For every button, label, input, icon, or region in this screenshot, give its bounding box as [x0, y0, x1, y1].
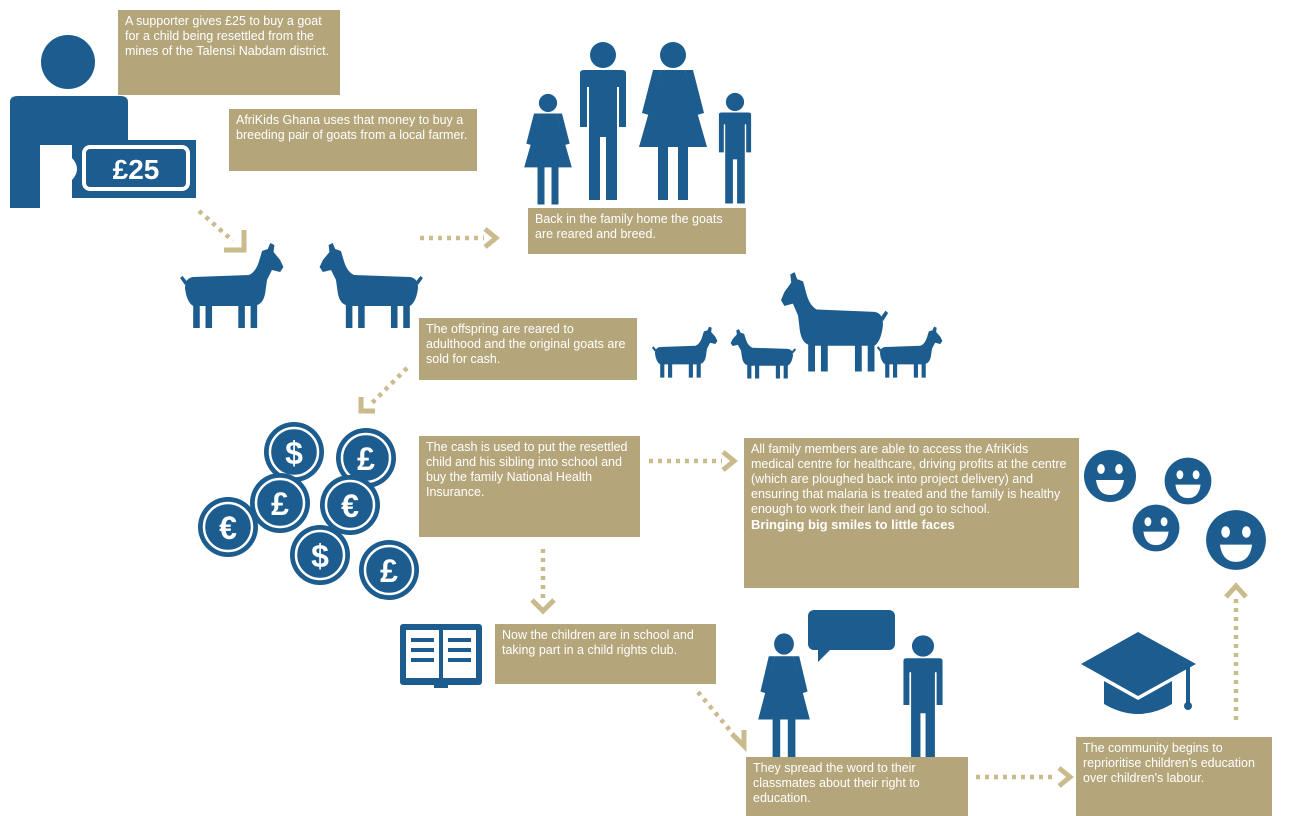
coin-icon-euro-2: €	[198, 497, 258, 557]
coin-icon-dollar-1: $	[264, 422, 324, 482]
arrow-ticket-to-goats	[197, 209, 235, 243]
ticket-icon: £25	[72, 140, 196, 198]
arrowhead-community-to-smiles	[1224, 582, 1248, 599]
step-text-health: All family members are able to access th…	[751, 442, 1067, 516]
step-text-spread-word: They spread the word to their classmates…	[753, 761, 920, 805]
step-text-family-home: Back in the family home the goats are re…	[535, 212, 723, 241]
step-box-school: Now the children are in school and takin…	[495, 624, 716, 684]
arrowhead-school-to-word	[730, 730, 747, 753]
step-text-school: Now the children are in school and takin…	[502, 628, 694, 657]
graduation-cap-icon	[1081, 632, 1196, 714]
arrowhead-offspring-to-cash	[358, 397, 375, 414]
step-box-community: The community begins to reprioritise chi…	[1076, 737, 1272, 816]
goat-offspring-icon	[651, 272, 943, 379]
flow-arrows	[197, 209, 1239, 780]
svg-text:€: €	[341, 488, 359, 524]
step-box-cash: The cash is used to put the resettled ch…	[419, 436, 640, 537]
goat-icon-right	[319, 243, 423, 328]
step-text-supporter: A supporter gives £25 to buy a goat for …	[125, 14, 330, 58]
svg-text:£: £	[357, 441, 375, 477]
svg-text:$: $	[311, 538, 329, 574]
svg-text:$: $	[285, 435, 303, 471]
coin-icon-pound-2: £	[250, 473, 310, 533]
step-text-cash: The cash is used to put the resettled ch…	[426, 440, 628, 499]
book-icon	[400, 624, 482, 688]
step-box-health: All family members are able to access th…	[744, 438, 1079, 588]
svg-text:£: £	[271, 486, 289, 522]
arrowhead-cash-to-health	[721, 450, 738, 472]
coin-icon-pound-3: £	[359, 540, 419, 600]
coin-icon-euro-1: €	[320, 475, 380, 535]
step-text-buy-goats: AfriKids Ghana uses that money to buy a …	[236, 113, 468, 142]
arrowhead-word-to-community	[1057, 766, 1074, 788]
arrowheads	[224, 227, 1248, 788]
supporter-icon	[10, 35, 128, 208]
family-icon	[524, 42, 752, 205]
step-text-community: The community begins to reprioritise chi…	[1083, 741, 1255, 785]
step-box-buy-goats: AfriKids Ghana uses that money to buy a …	[229, 109, 477, 171]
step-box-family-home: Back in the family home the goats are re…	[528, 208, 746, 254]
ticket-amount: £25	[113, 154, 160, 185]
speaking-children-icon	[758, 633, 943, 765]
svg-text:£: £	[380, 553, 398, 589]
step-box-supporter: A supporter gives £25 to buy a goat for …	[118, 10, 340, 95]
goat-icon-left	[180, 243, 284, 328]
arrow-offspring-to-cash	[370, 366, 409, 405]
arrowhead-goats-to-family	[483, 227, 500, 249]
coin-icon-dollar-2: $	[290, 525, 350, 585]
svg-text:€: €	[219, 510, 237, 546]
arrow-school-to-word	[696, 690, 735, 736]
smiley-icons	[1084, 450, 1266, 570]
arrowhead-cash-to-school	[530, 598, 556, 615]
speech-bubble-icon	[808, 610, 895, 662]
step-text-health-emphasis: Bringing big smiles to little faces	[751, 517, 955, 532]
arrowhead-ticket-to-goats	[224, 230, 247, 253]
step-text-offspring: The offspring are reared to adulthood an…	[426, 322, 626, 366]
step-box-offspring: The offspring are reared to adulthood an…	[419, 318, 637, 380]
step-box-spread-word: They spread the word to their classmates…	[746, 757, 968, 816]
